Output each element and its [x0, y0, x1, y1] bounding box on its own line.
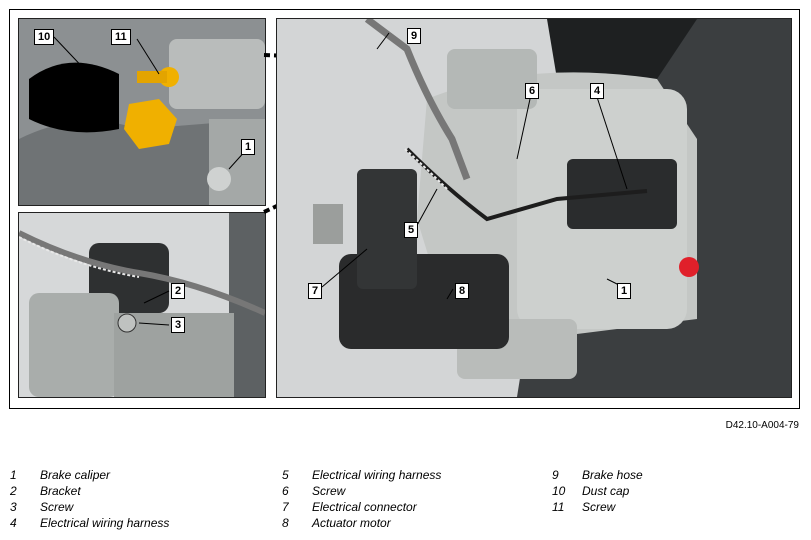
legend-item: 7 Electrical connector: [282, 500, 441, 516]
legend-column-2: 5 Electrical wiring harness 6 Screw 7 Elect…: [282, 468, 441, 532]
legend-number: 9: [552, 468, 559, 482]
legend-item: 3 Screw: [10, 500, 169, 516]
legend-label: Bracket: [40, 484, 81, 498]
legend-number: 6: [282, 484, 289, 498]
legend-item: 11 Screw: [552, 500, 643, 516]
legend-label: Actuator motor: [312, 516, 391, 530]
legend-item: 2 Bracket: [10, 484, 169, 500]
bracket-illustration: [19, 213, 265, 397]
legend-label: Electrical wiring harness: [312, 468, 442, 482]
detail-inset-bracket: 2 3: [18, 212, 266, 398]
callout-4: 4: [590, 83, 605, 99]
callout-7: 7: [308, 283, 323, 299]
callout-5: 5: [404, 222, 419, 238]
legend-number: 3: [10, 500, 17, 514]
red-marker: [679, 257, 699, 277]
callout-8: 8: [455, 283, 470, 299]
legend-item: 9 Brake hose: [552, 468, 643, 484]
legend-label: Brake caliper: [40, 468, 111, 482]
brake-caliper-illustration: [277, 19, 791, 397]
callout-1: 1: [241, 139, 256, 155]
legend-column-1: 1 Brake caliper 2 Bracket 3 Screw 4 Electric…: [10, 468, 169, 532]
legend-item: 10 Dust cap: [552, 484, 643, 500]
callout-6: 6: [525, 83, 540, 99]
legend-item: 8 Actuator motor: [282, 516, 441, 532]
legend-item: 4 Electrical wiring harness: [10, 516, 169, 532]
callout-9: 9: [407, 28, 422, 44]
legend-label: Screw: [312, 484, 346, 498]
dust-cap-shape: [29, 62, 119, 133]
legend-number: 4: [10, 516, 17, 530]
legend-item: 1 Brake caliper: [10, 468, 169, 484]
detail-inset-dust-cap: 10 11 1: [18, 18, 266, 206]
legend-column-3: 9 Brake hose 10 Dust cap 11 Screw: [552, 468, 643, 516]
callout-10: 10: [34, 29, 55, 45]
legend-number: 5: [282, 468, 289, 482]
callout-1-main: 1: [617, 283, 632, 299]
document-code: D42.10-A004-79: [725, 420, 799, 431]
callout-3: 3: [171, 317, 186, 333]
legend-item: 5 Electrical wiring harness: [282, 468, 441, 484]
legend-item: 6 Screw: [282, 484, 441, 500]
callout-2: 2: [171, 283, 186, 299]
callout-11: 11: [111, 29, 131, 45]
main-brake-caliper-view: 9 6 4 5 7 8 1: [276, 18, 792, 398]
legend-label: Screw: [582, 500, 616, 514]
legend-label: Dust cap: [582, 484, 630, 498]
legend-label: Electrical wiring harness: [40, 516, 170, 530]
legend-number: 7: [282, 500, 289, 514]
legend-number: 11: [552, 500, 565, 514]
legend-number: 1: [10, 468, 17, 482]
legend-number: 10: [552, 484, 566, 498]
legend-number: 2: [10, 484, 17, 498]
legend-label: Brake hose: [582, 468, 643, 482]
dust-cap-illustration: [19, 19, 265, 205]
legend-label: Electrical connector: [312, 500, 417, 514]
connector-shape: [357, 169, 417, 289]
legend-number: 8: [282, 516, 289, 530]
legend-label: Screw: [40, 500, 74, 514]
